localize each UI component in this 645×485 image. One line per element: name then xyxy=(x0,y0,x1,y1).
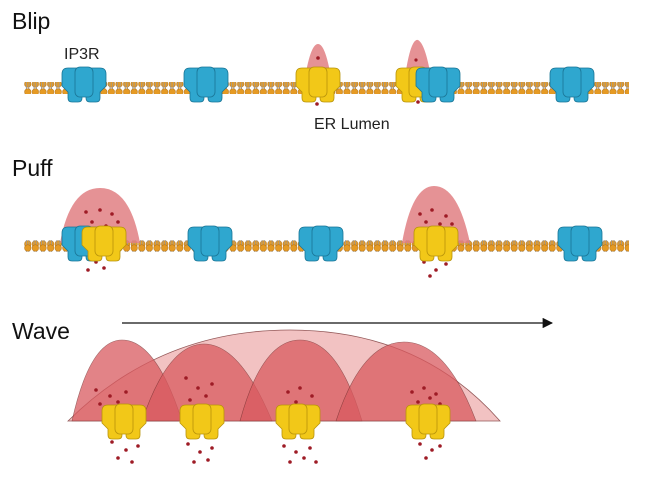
ip3r-channel-open-icon xyxy=(413,225,459,262)
ip3r-channel-closed-icon xyxy=(549,66,595,103)
ip3r-channel-open-icon xyxy=(405,403,451,440)
ip3r-channel-closed-icon xyxy=(415,66,461,103)
calcium-ions xyxy=(94,376,442,464)
puff-panel xyxy=(24,186,629,278)
panel-title-wave: Wave xyxy=(12,318,70,344)
ip3r-channel-closed-icon xyxy=(298,225,344,262)
wave-panel xyxy=(24,317,629,464)
ip3r-channel-closed-icon xyxy=(557,225,603,262)
receptor-label: IP3R xyxy=(64,46,100,63)
ip3r-channel-open-icon xyxy=(275,403,321,440)
er-lumen-label: ER Lumen xyxy=(314,116,390,133)
ip3r-channel-closed-icon xyxy=(187,225,233,262)
blip-panel xyxy=(24,39,629,106)
ip3r-channel-open-icon xyxy=(295,66,341,103)
ip3r-channel-open-icon xyxy=(101,403,147,440)
panel-title-blip: Blip xyxy=(12,8,51,34)
ip3r-channel-closed-icon xyxy=(61,66,107,103)
calcium-wave-cloud xyxy=(335,341,477,422)
ip3r-channel-closed-icon xyxy=(183,66,229,103)
panel-title-puff: Puff xyxy=(12,155,53,181)
ip3r-channel-open-icon xyxy=(179,403,225,440)
ip3r-channel-open-icon xyxy=(81,225,127,262)
